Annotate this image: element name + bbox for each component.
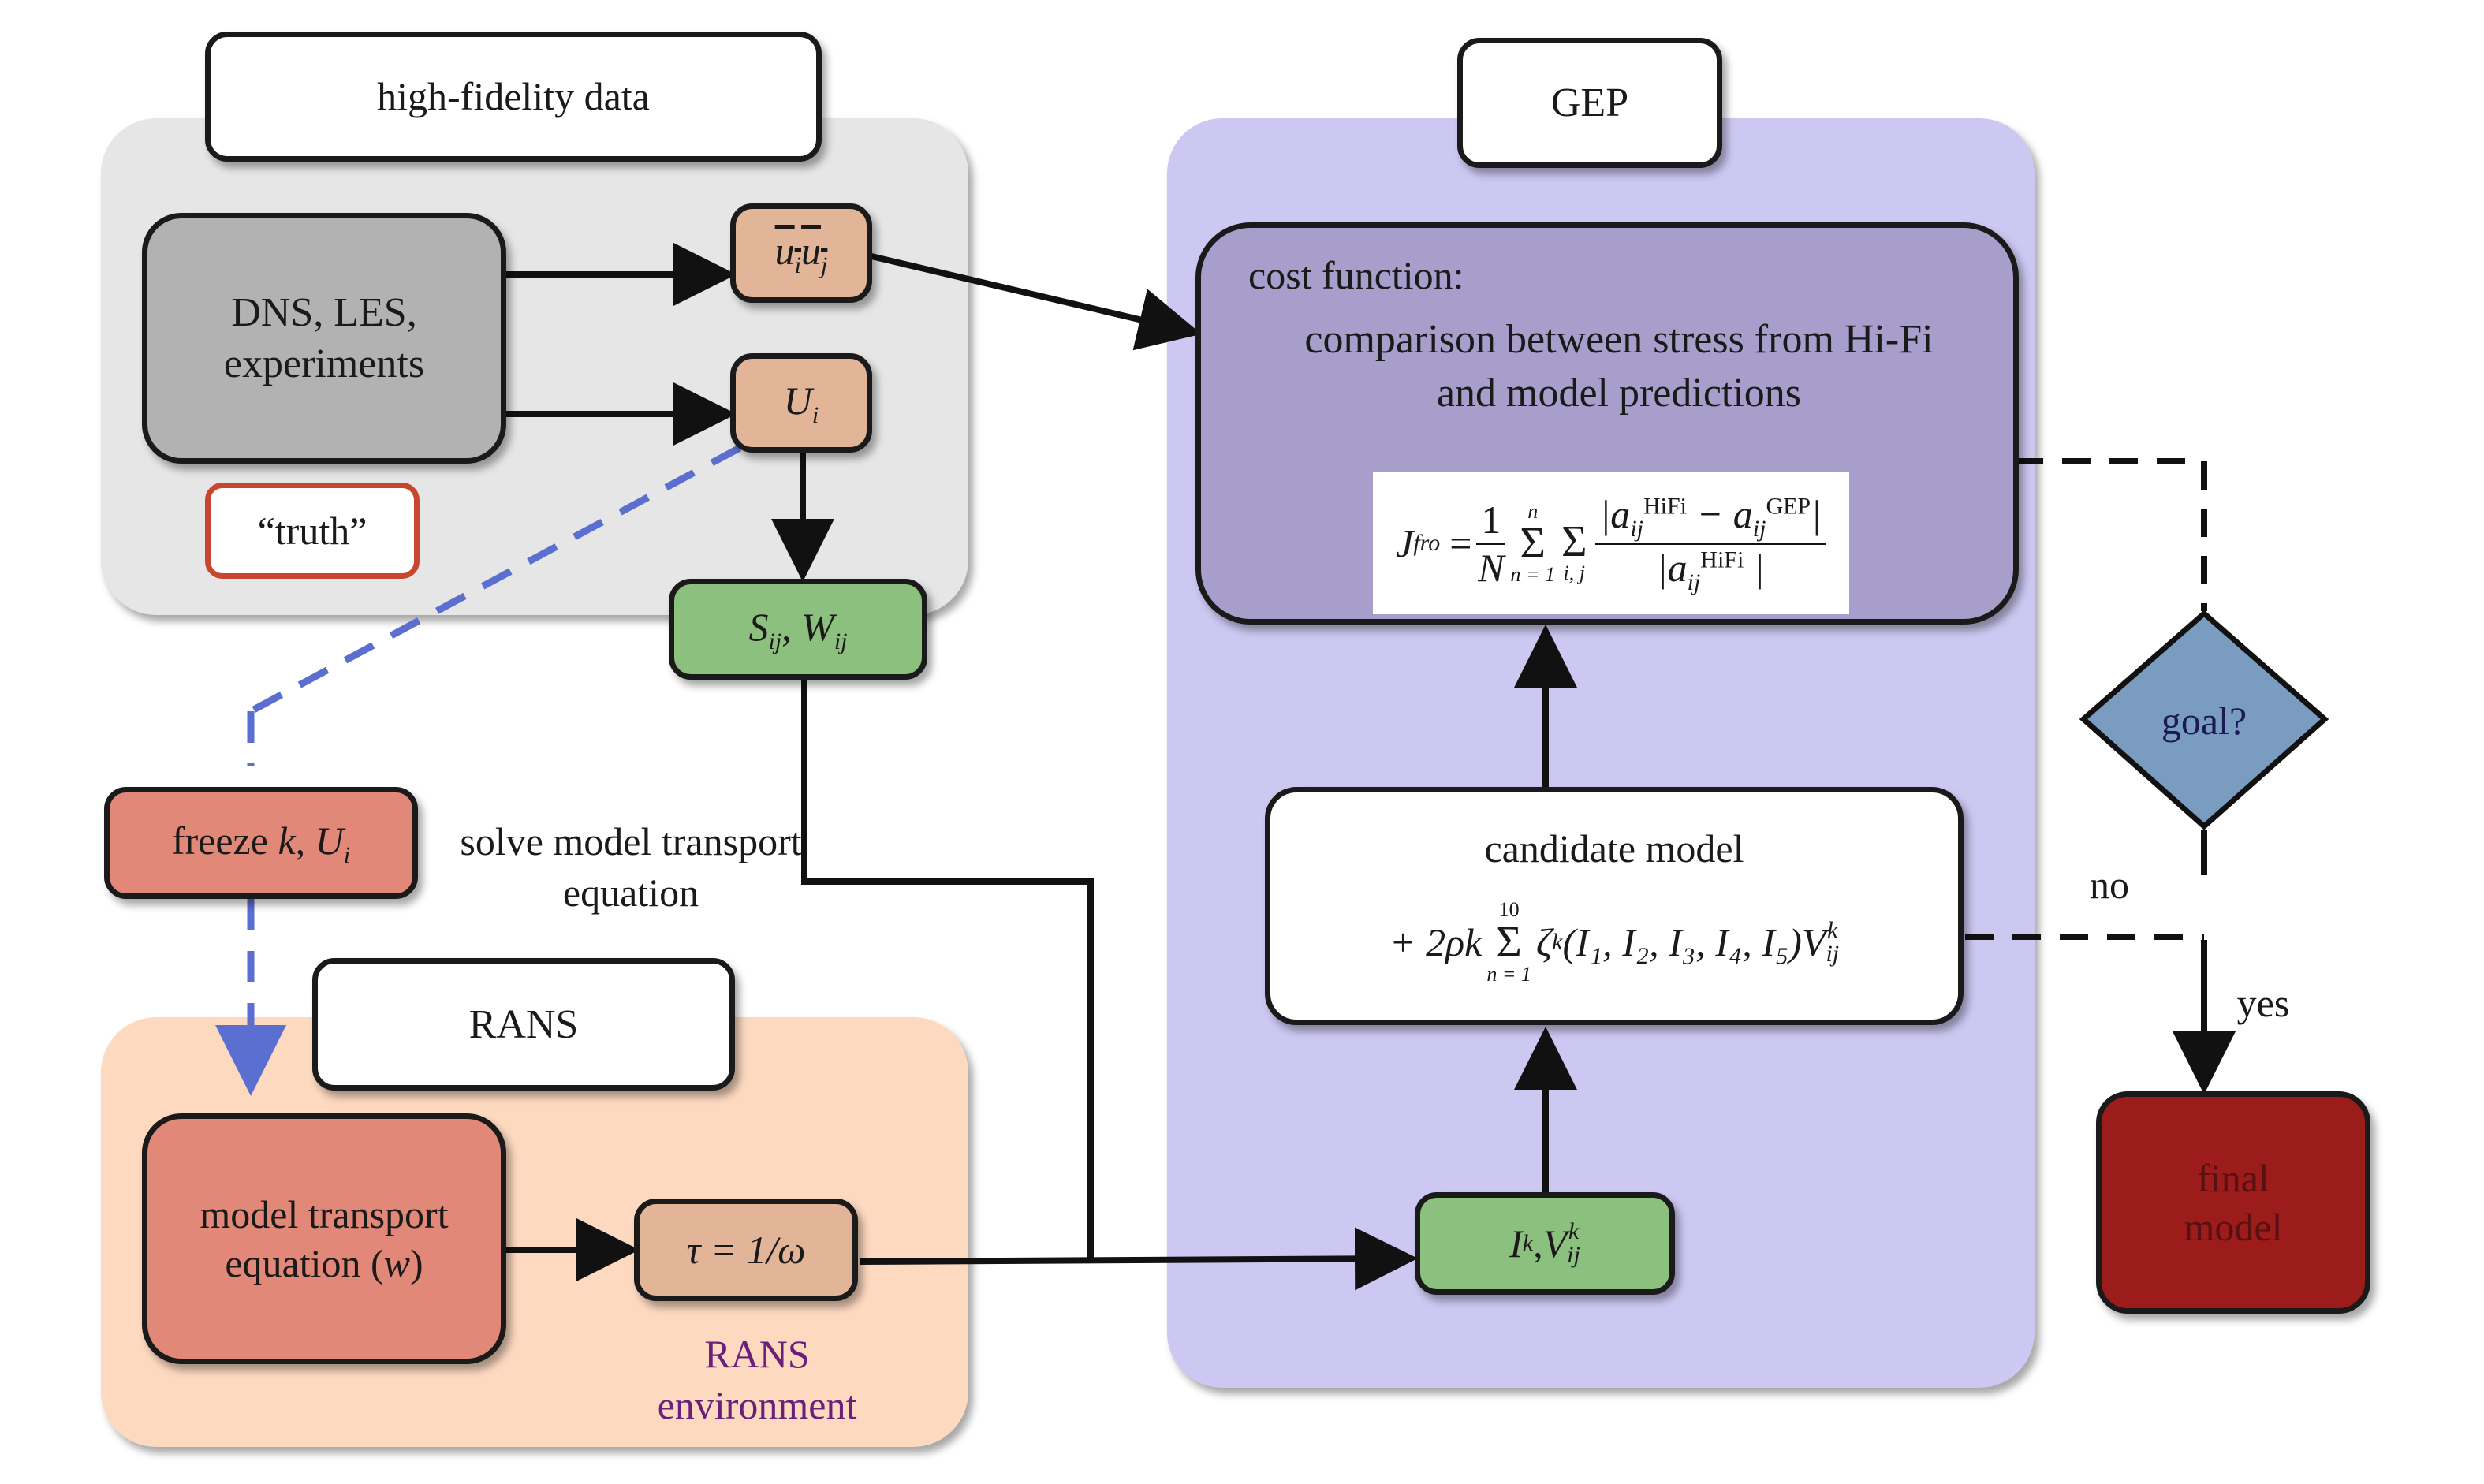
solve-label: solve model transport equation (460, 819, 802, 915)
final-model-box: final model (2096, 1091, 2370, 1314)
tau-box: τ = 1/ω (634, 1199, 858, 1301)
U-box: Ui (730, 353, 872, 453)
final-model-label: final model (2184, 1155, 2283, 1250)
hifi-title: high-fidelity data (377, 74, 650, 119)
dashed-cost-to-goal (2015, 458, 2207, 611)
U-label: Ui (783, 378, 819, 428)
uu-box: uiuj (730, 203, 872, 303)
gep-title: GEP (1550, 80, 1629, 125)
rans-title: RANS (468, 1001, 579, 1047)
arrow-uu-to-cost (871, 253, 1202, 351)
cost-function-box: cost function: comparison between stress… (1195, 222, 2019, 625)
cost-function-label: cost function: (1248, 253, 1464, 297)
goal-diamond (2079, 610, 2329, 830)
rans-title-box: RANS (312, 958, 735, 1091)
truth-label: “truth” (257, 508, 367, 553)
goal-label: goal? (2161, 699, 2247, 743)
source-box: DNS, LES, experiments (142, 213, 506, 464)
gep-title-box: GEP (1457, 38, 1722, 168)
arrow-tau-to-IV (859, 1227, 1418, 1291)
no-label: no (2090, 863, 2129, 907)
tau-label: τ = 1/ω (686, 1227, 806, 1272)
dashed-U-to-freeze (248, 445, 742, 714)
freeze-label: freeze k, Ui (171, 818, 351, 868)
truth-box: “truth” (205, 483, 420, 579)
candidate-model-label: candidate model (1484, 826, 1744, 871)
freeze-box: freeze k, Ui (104, 787, 418, 899)
wire-SW-down (801, 680, 1094, 1258)
rans-environment-label: RANS environment (657, 1332, 857, 1427)
sw-label: Sij, Wij (748, 604, 848, 654)
source-label: DNS, LES, experiments (223, 290, 425, 386)
uu-label: uiuj (774, 228, 828, 278)
sw-box: Sij, Wij (669, 579, 927, 680)
model-transport-box: model transport equation (w) (142, 1113, 506, 1364)
cost-function-description: comparison between stress from Hi-Fi and… (1304, 317, 1934, 416)
yes-label: yes (2236, 981, 2290, 1025)
hifi-title-box: high-fidelity data (205, 32, 822, 162)
model-transport-label: model transport equation (w) (200, 1191, 449, 1286)
